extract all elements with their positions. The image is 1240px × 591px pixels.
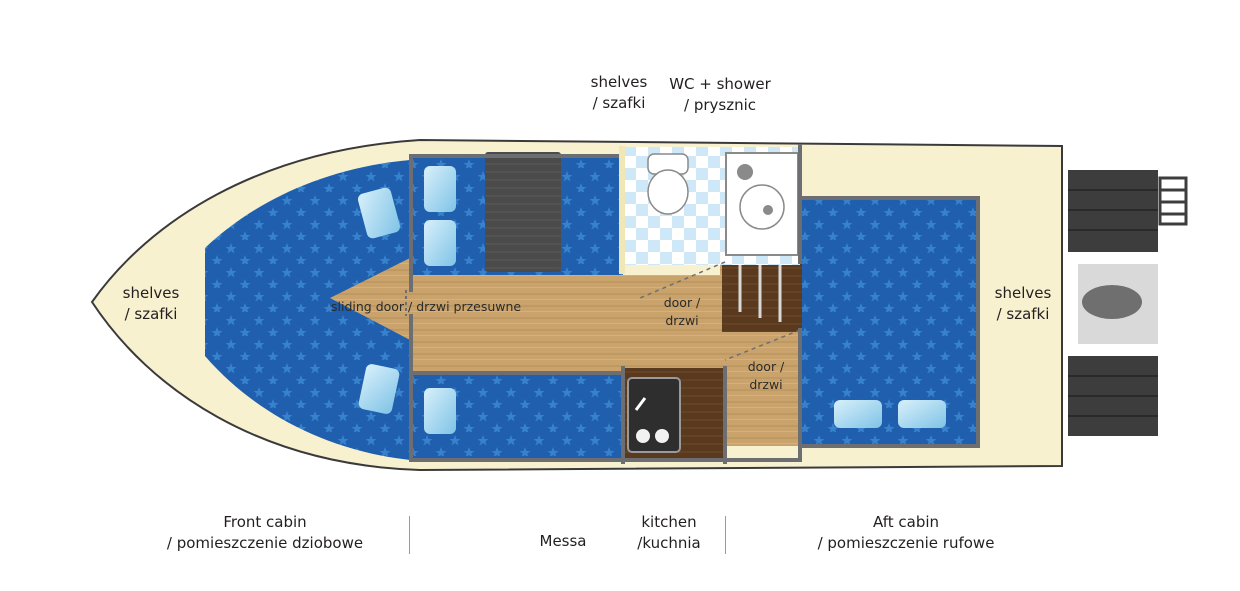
separator-right: [725, 516, 726, 554]
stern-platform-bottom: [1068, 356, 1158, 436]
label-door-2: door / drzwi: [747, 359, 785, 392]
door-2-swing: [724, 329, 801, 361]
cushion-aft-1: [834, 400, 882, 428]
label-shelves-top: shelves / szafki: [590, 73, 648, 112]
stove-icon: [627, 377, 681, 453]
walls: [409, 144, 980, 464]
label-shelves-stern: shelves / szafki: [994, 284, 1052, 323]
corridor-floor: [330, 258, 800, 446]
ladder-icon: [1158, 176, 1188, 226]
label-sliding-door: sliding door / drzwi przesuwne: [331, 299, 522, 314]
room-messa: Messa: [539, 532, 587, 550]
toilet-icon: [647, 153, 689, 215]
cushion-messa-3: [424, 388, 456, 434]
aft-cabin-floor: [800, 198, 977, 446]
label-shelves-bow: shelves / szafki: [122, 284, 180, 323]
cushion-messa-1: [424, 166, 456, 212]
separator-left: [409, 516, 410, 554]
room-front-cabin: Front cabin / pomieszczenie dziobowe: [166, 513, 364, 552]
cushion-front-bottom: [358, 364, 400, 414]
label-wc-shower: WC + shower / prysznic: [669, 75, 771, 114]
shower-icon: [725, 152, 799, 256]
stern-platform-top: [1068, 170, 1158, 252]
room-kitchen: kitchen /kuchnia: [637, 513, 701, 552]
stairs: [722, 260, 802, 332]
front-cabin-floor: [205, 160, 410, 460]
cushion-aft-2: [898, 400, 946, 428]
label-door-1: door / drzwi: [663, 295, 701, 328]
outboard-well: [1078, 264, 1158, 344]
cushion-messa-2: [424, 220, 456, 266]
cushion-front-top: [357, 187, 401, 239]
messa-table: [485, 152, 561, 272]
room-aft-cabin: Aft cabin / pomieszczenie rufowe: [817, 513, 995, 552]
